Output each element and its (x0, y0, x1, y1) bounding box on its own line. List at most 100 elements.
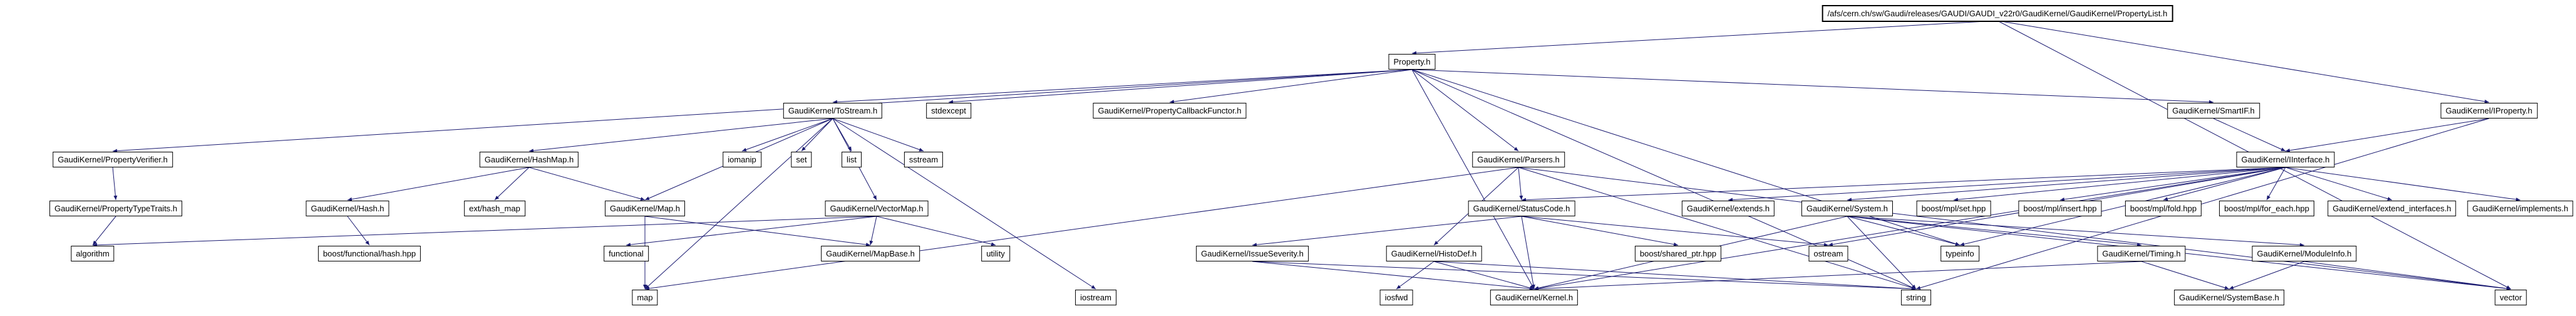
edge-timing-to-kernel (1533, 261, 2142, 291)
node-iostream[interactable]: iostream (1075, 290, 1116, 305)
edge-iinterface-to-extendif (2285, 167, 2393, 201)
node-callback[interactable]: GaudiKernel/PropertyCallbackFunctor.h (1093, 103, 1247, 118)
edge-tostream-to-set (801, 118, 833, 152)
edge-tostream-to-sstream (832, 118, 924, 152)
edge-property-to-callback (1169, 69, 1413, 104)
edge-parsers-to-map (644, 167, 1519, 291)
node-smartif[interactable]: GaudiKernel/SmartIF.h (2167, 103, 2260, 118)
node-mplfold[interactable]: boost/mpl/fold.hpp (2125, 201, 2202, 216)
node-mplset[interactable]: boost/mpl/set.hpp (1916, 201, 1991, 216)
node-tostream[interactable]: GaudiKernel/ToStream.h (783, 103, 883, 118)
edge-smartif-to-iinterface (2213, 118, 2286, 152)
edge-verifier-to-typetraits (112, 167, 118, 201)
node-boosthash[interactable]: boost/functional/hash.hpp (317, 246, 421, 261)
edge-moduleinfo-to-vector (2304, 261, 2512, 291)
edge-iinterface-to-extends (1728, 167, 2286, 202)
edge-system-to-moduleinfo (1847, 216, 2305, 247)
edge-parsers-to-statuscode (1518, 167, 1523, 201)
edge-propertylist-to-property (1411, 20, 1998, 55)
edge-hashmap-to-exthashmap (494, 167, 530, 201)
edge-issueseverity-to-string (1252, 261, 1917, 291)
edge-property-to-parsers (1411, 69, 1519, 152)
node-stdexcept[interactable]: stdexcept (926, 103, 971, 118)
node-map[interactable]: map (632, 290, 658, 305)
edge-vectormap-to-algorithm (92, 216, 877, 247)
edge-iinterface-to-kernel (1533, 167, 2286, 290)
edge-parsers-to-string (1518, 167, 1917, 290)
node-vectormap[interactable]: GaudiKernel/VectorMap.h (825, 201, 929, 216)
node-typetraits[interactable]: GaudiKernel/PropertyTypeTraits.h (49, 201, 183, 216)
node-iinterface[interactable]: GaudiKernel/IInterface.h (2236, 152, 2335, 167)
node-property[interactable]: Property.h (1388, 54, 1436, 70)
edge-property-to-verifier (112, 69, 1413, 153)
edge-statuscode-to-issueseverity (1252, 216, 1522, 247)
edge-iinterface-to-mplfold (2163, 167, 2286, 201)
node-moduleinfo[interactable]: GaudiKernel/ModuleInfo.h (2252, 246, 2357, 261)
node-exthashmap[interactable]: ext/hash_map (464, 201, 525, 216)
node-algorithm[interactable]: algorithm (71, 246, 115, 261)
node-sstream[interactable]: sstream (904, 152, 944, 167)
node-timing[interactable]: GaudiKernel/Timing.h (2097, 246, 2186, 261)
edge-histodef-to-kernel (1433, 261, 1535, 290)
node-extends[interactable]: GaudiKernel/extends.h (1681, 201, 1775, 216)
edge-tostream-to-map (644, 118, 833, 290)
edge-property-to-tostream (832, 69, 1413, 104)
edge-histodef-to-iosfwd (1396, 261, 1435, 290)
edge-iinterface-to-mplset (1953, 167, 2286, 202)
node-extendif[interactable]: GaudiKernel/extend_interfaces.h (2327, 201, 2456, 216)
node-verifier[interactable]: GaudiKernel/PropertyVerifier.h (53, 152, 173, 167)
edge-issueseverity-to-kernel (1252, 261, 1535, 291)
node-functional[interactable]: functional (604, 246, 649, 261)
node-propertylist: /afs/cern.ch/sw/Gaudi/releases/GAUDI/GAU… (1821, 5, 2173, 22)
node-vector[interactable]: vector (2495, 290, 2527, 305)
edge-iproperty-to-string (1915, 118, 2490, 290)
edge-iinterface-to-mplforeach (2266, 167, 2286, 201)
node-systembase[interactable]: GaudiKernel/SystemBase.h (2174, 290, 2284, 305)
node-histodef[interactable]: GaudiKernel/HistoDef.h (1386, 246, 1482, 261)
node-iosfwd[interactable]: iosfwd (1379, 290, 1413, 305)
node-string[interactable]: string (1901, 290, 1931, 305)
edge-statuscode-to-ostream (1521, 216, 1829, 247)
edge-iinterface-to-statuscode (1521, 167, 2286, 202)
edge-propertylist-to-iproperty (1997, 20, 2490, 103)
node-map_h[interactable]: GaudiKernel/Map.h (604, 201, 686, 216)
edge-iinterface-to-typeinfo (1959, 167, 2286, 246)
node-system[interactable]: GaudiKernel/System.h (1801, 201, 1893, 216)
edge-property-to-stdexcept (948, 69, 1413, 104)
node-mplinsert[interactable]: boost/mpl/insert.hpp (2018, 201, 2102, 216)
node-kernel[interactable]: GaudiKernel/Kernel.h (1490, 290, 1579, 305)
edge-tostream-to-hashmap (528, 118, 833, 153)
edge-iinterface-to-implements (2285, 167, 2521, 202)
edge-map_h-to-mapbase (644, 216, 871, 247)
node-implements[interactable]: GaudiKernel/implements.h (2467, 201, 2573, 216)
edge-moduleinfo-to-systembase (2228, 261, 2305, 290)
edge-tostream-to-iomanip (741, 118, 833, 152)
node-iomanip[interactable]: iomanip (723, 152, 761, 167)
edge-statuscode-to-kernel (1521, 216, 1535, 290)
node-ostream[interactable]: ostream (1808, 246, 1848, 261)
edge-hashmap-to-map_h (528, 167, 646, 201)
edge-vectormap-to-functional (626, 216, 877, 247)
node-sharedptr[interactable]: boost/shared_ptr.hpp (1634, 246, 1722, 261)
node-list[interactable]: list (842, 152, 862, 167)
node-statuscode[interactable]: GaudiKernel/StatusCode.h (1468, 201, 1575, 216)
node-mapbase[interactable]: GaudiKernel/MapBase.h (821, 246, 920, 261)
node-typeinfo[interactable]: typeinfo (1940, 246, 1979, 261)
edge-system-to-string (1847, 216, 1917, 290)
node-issueseverity[interactable]: GaudiKernel/IssueSeverity.h (1196, 246, 1309, 261)
node-iproperty[interactable]: GaudiKernel/IProperty.h (2440, 103, 2538, 118)
edge-typetraits-to-algorithm (92, 216, 116, 246)
edge-hash-to-boosthash (347, 216, 370, 246)
edge-statuscode-to-sharedptr (1521, 216, 1679, 246)
node-mplforeach[interactable]: boost/mpl/for_each.hpp (2219, 201, 2314, 216)
edge-vectormap-to-utility (876, 216, 996, 246)
node-set[interactable]: set (791, 152, 812, 167)
node-hash[interactable]: GaudiKernel/Hash.h (306, 201, 389, 216)
node-hashmap[interactable]: GaudiKernel/HashMap.h (479, 152, 579, 167)
node-utility[interactable]: utility (981, 246, 1010, 261)
node-parsers[interactable]: GaudiKernel/Parsers.h (1472, 152, 1565, 167)
edge-iinterface-to-mplinsert (2059, 167, 2286, 201)
edge-iproperty-to-iinterface (2285, 118, 2490, 152)
edge-property-to-kernel (1411, 69, 1535, 290)
